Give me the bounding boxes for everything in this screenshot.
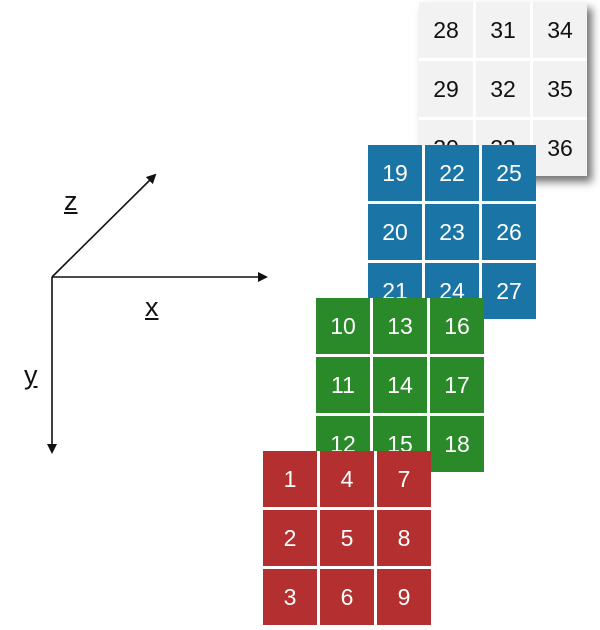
grid-cell: 25 xyxy=(482,145,536,201)
grid-cell: 34 xyxy=(533,2,587,58)
x-axis-label: x xyxy=(145,292,159,322)
grid-cell: 7 xyxy=(377,451,431,507)
grid-cell: 13 xyxy=(373,298,427,354)
grid-cell: 3 xyxy=(263,569,317,625)
grid-cell: 26 xyxy=(482,204,536,260)
grid-cell: 28 xyxy=(419,2,473,58)
grid-cell: 4 xyxy=(320,451,374,507)
grid-cell: 36 xyxy=(533,120,587,176)
z-axis-arrow xyxy=(51,173,157,278)
y-axis-label: y xyxy=(24,360,38,390)
grid-cell: 1 xyxy=(263,451,317,507)
grid-cell: 22 xyxy=(425,145,479,201)
grid-cell: 18 xyxy=(430,416,484,472)
grid-cell: 31 xyxy=(476,2,530,58)
grid-cell: 35 xyxy=(533,61,587,117)
grid-cell: 32 xyxy=(476,61,530,117)
grid-cell: 19 xyxy=(368,145,422,201)
grid-cell: 23 xyxy=(425,204,479,260)
grid-cell: 5 xyxy=(320,510,374,566)
layer-white: 283134293235303336 xyxy=(419,2,587,176)
grid-cell: 10 xyxy=(316,298,370,354)
z-axis-label: z xyxy=(64,186,78,216)
grid-cell: 20 xyxy=(368,204,422,260)
grid-cell: 11 xyxy=(316,357,370,413)
grid-cell: 8 xyxy=(377,510,431,566)
grid-cell: 9 xyxy=(377,569,431,625)
grid-cell: 17 xyxy=(430,357,484,413)
grid-cell: 16 xyxy=(430,298,484,354)
grid-cell: 29 xyxy=(419,61,473,117)
grid-cell: 14 xyxy=(373,357,427,413)
grid-cell: 6 xyxy=(320,569,374,625)
grid-cell: 2 xyxy=(263,510,317,566)
grid-cell: 27 xyxy=(482,263,536,319)
